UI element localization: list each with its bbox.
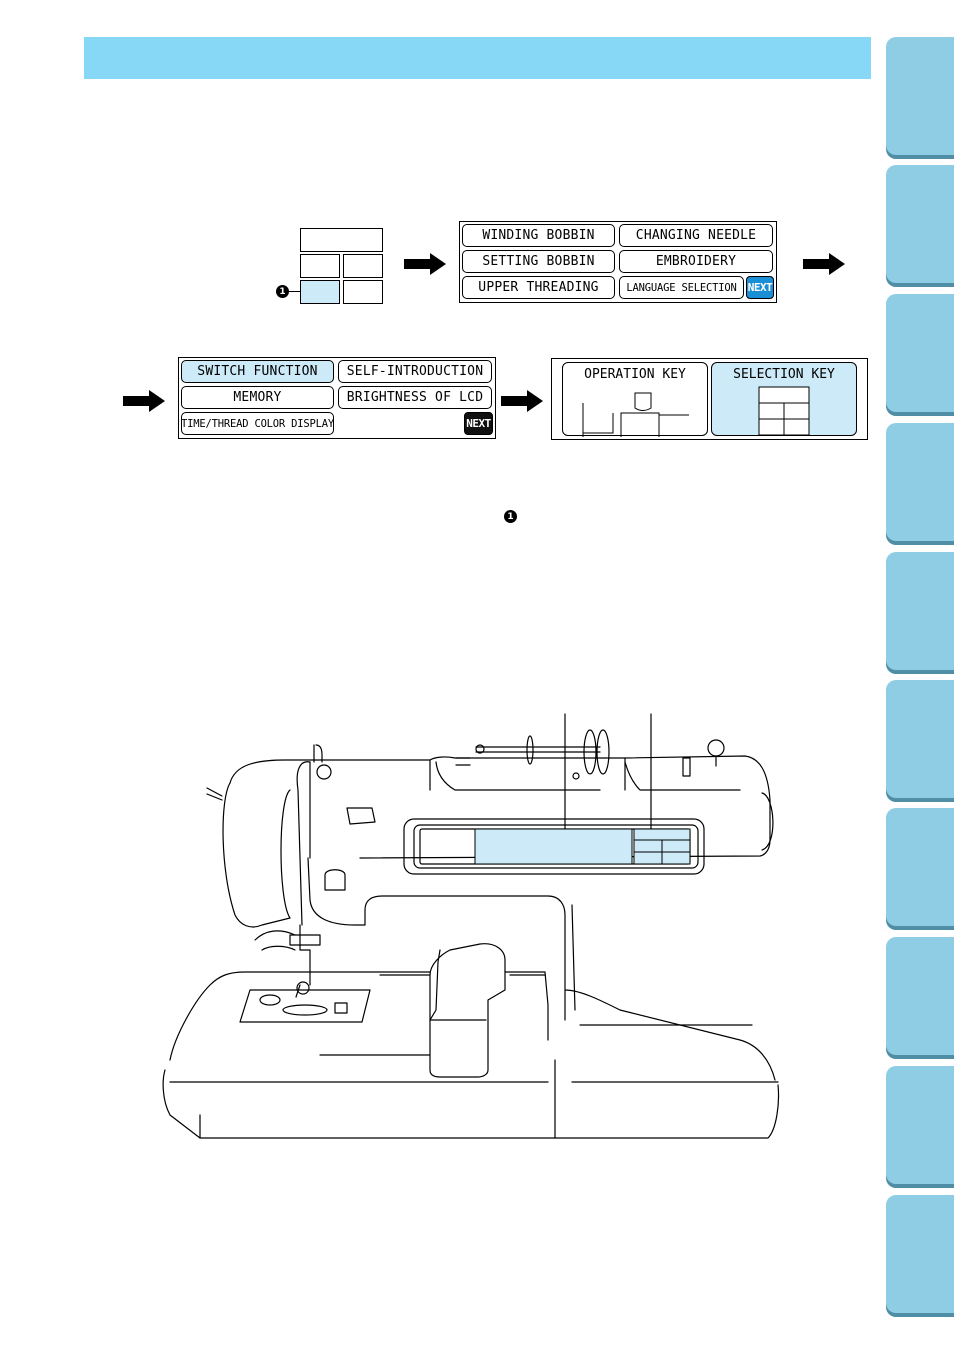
self-introduction-key[interactable]: SELF-INTRODUCTION xyxy=(338,360,492,383)
layout-cell-bottom-right xyxy=(343,280,383,304)
side-tab-6[interactable] xyxy=(886,680,954,798)
arrow-right-icon xyxy=(803,253,845,275)
arrow-right-icon xyxy=(404,253,446,275)
next-button[interactable]: NEXT xyxy=(464,412,493,435)
side-tab-1[interactable] xyxy=(886,37,954,155)
side-tab-10[interactable] xyxy=(886,1195,954,1313)
side-tab-9[interactable] xyxy=(886,1066,954,1184)
brightness-of-lcd-key[interactable]: BRIGHTNESS OF LCD xyxy=(338,386,492,409)
switch-function-key[interactable]: SWITCH FUNCTION xyxy=(181,360,334,383)
memory-key[interactable]: MEMORY xyxy=(181,386,334,409)
lcd-screen-switch-function: OPERATION KEY SELECTION KEY xyxy=(551,358,868,440)
language-selection-key[interactable]: LANGUAGE SELECTION xyxy=(619,276,744,299)
header-bar xyxy=(84,37,871,79)
layout-cell-mid-right xyxy=(343,254,383,278)
selection-key-label: SELECTION KEY xyxy=(733,367,835,382)
lcd-screen-menu-2: SWITCH FUNCTION SELF-INTRODUCTION MEMORY… xyxy=(178,357,496,439)
arrow-right-icon xyxy=(501,390,543,412)
embroidery-machine-illustration xyxy=(162,713,780,1139)
side-tab-8[interactable] xyxy=(886,937,954,1055)
layout-cell-top xyxy=(300,228,383,252)
arrow-right-icon xyxy=(123,390,165,412)
side-tab-3[interactable] xyxy=(886,294,954,412)
operation-key-layout-icon xyxy=(582,392,689,437)
operation-key-label: OPERATION KEY xyxy=(584,367,686,382)
key-layout-diagram xyxy=(300,228,384,304)
lcd-screen-menu-1: WINDING BOBBIN CHANGING NEEDLE SETTING B… xyxy=(459,221,777,303)
side-tab-4[interactable] xyxy=(886,423,954,541)
callout-leader-line xyxy=(289,291,301,292)
layout-cell-selected xyxy=(300,280,340,304)
callout-badge-1-inline: 1 xyxy=(504,510,517,523)
side-tab-5[interactable] xyxy=(886,552,954,670)
callout-badge-1: 1 xyxy=(276,285,289,298)
upper-threading-key[interactable]: UPPER THREADING xyxy=(462,276,615,299)
operation-key-panel[interactable]: OPERATION KEY xyxy=(562,362,708,437)
side-tab-2[interactable] xyxy=(886,165,954,283)
side-tab-7[interactable] xyxy=(886,808,954,926)
selection-key-layout-icon xyxy=(758,386,810,436)
next-button[interactable]: NEXT xyxy=(746,276,774,299)
embroidery-key[interactable]: EMBROIDERY xyxy=(619,250,773,273)
time-thread-color-display-key[interactable]: TIME/THREAD COLOR DISPLAY xyxy=(181,412,334,435)
selection-key-panel[interactable]: SELECTION KEY xyxy=(711,362,857,436)
layout-cell-mid-left xyxy=(300,254,340,278)
winding-bobbin-key[interactable]: WINDING BOBBIN xyxy=(462,224,615,247)
changing-needle-key[interactable]: CHANGING NEEDLE xyxy=(619,224,773,247)
setting-bobbin-key[interactable]: SETTING BOBBIN xyxy=(462,250,615,273)
